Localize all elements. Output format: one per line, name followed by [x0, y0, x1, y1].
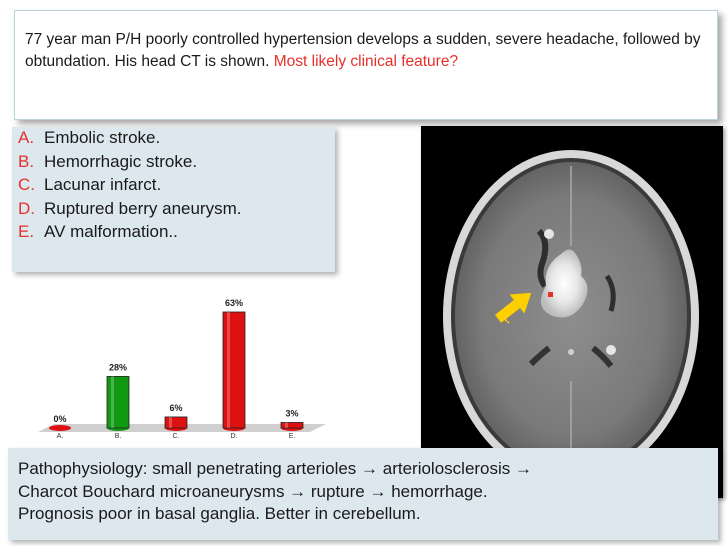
question-prompt: Most likely clinical feature? — [273, 53, 459, 70]
response-chart-svg: 0% A. 28% B. 6% C. 63% D. 3% E. — [38, 298, 326, 440]
option-letter: D. — [18, 198, 35, 218]
brain-parenchyma — [455, 162, 687, 470]
option-letter: A. — [18, 128, 35, 147]
option-d[interactable]: D. Ruptured berry aneurysm. — [18, 197, 335, 221]
option-label: Embolic stroke. — [44, 128, 161, 147]
option-label: Lacunar infarct. — [44, 175, 162, 194]
category-label: E. — [289, 433, 296, 440]
ct-scan-graphic: ? — [443, 150, 699, 482]
pathophysiology-line-1: Pathophysiology: small penetrating arter… — [18, 459, 533, 478]
bar-e — [280, 422, 304, 429]
category-label: D. — [231, 433, 238, 440]
category-label: A. — [57, 433, 64, 440]
bar-highlight — [169, 416, 172, 428]
bar-base — [49, 425, 71, 431]
option-letter: C. — [18, 175, 35, 194]
data-label: 28% — [109, 362, 127, 372]
category-label: C. — [173, 433, 180, 440]
option-e[interactable]: E. AV malformation.. — [18, 220, 335, 244]
option-label: Ruptured berry aneurysm. — [44, 198, 242, 218]
option-a[interactable]: A. Embolic stroke. — [18, 126, 335, 150]
option-c[interactable]: C. Lacunar infarct. — [18, 173, 335, 197]
hemorrhage — [540, 249, 588, 318]
pathophysiology-box: Pathophysiology: small penetrating arter… — [8, 448, 718, 540]
arrow-icon — [495, 292, 532, 323]
option-b[interactable]: B. Hemorrhagic stroke. — [18, 150, 335, 174]
bar-highlight — [227, 312, 230, 428]
bar-c — [164, 416, 188, 429]
bar-b — [106, 376, 130, 429]
data-label: 3% — [285, 408, 298, 418]
data-label: 0% — [53, 414, 66, 424]
pathophysiology-line-2: Charcot Bouchard microaneurysms → ruptur… — [18, 481, 488, 501]
bar-highlight — [285, 422, 288, 428]
option-letter: B. — [18, 151, 35, 171]
bar-d — [222, 311, 246, 429]
data-label: 6% — [169, 403, 182, 413]
question-box: 77 year man P/H poorly controlled hypert… — [14, 10, 718, 120]
option-label: Hemorrhagic stroke. — [44, 151, 198, 171]
head-ct-image: ? — [421, 126, 723, 498]
bar-highlight — [111, 376, 114, 428]
pathophysiology-line-3: Prognosis poor in basal ganglia. Better … — [18, 504, 421, 523]
question-text: 77 year man P/H poorly controlled hypert… — [25, 31, 701, 70]
category-label: B. — [115, 433, 122, 440]
response-chart: 0% A. 28% B. 6% C. 63% D. 3% E. — [38, 290, 328, 440]
option-letter: E. — [18, 222, 35, 241]
option-label: AV malformation.. — [44, 222, 178, 241]
answer-options: A.Embolic stroke. B.Hemorrhagic stroke. … — [12, 127, 335, 272]
lesion-marker — [548, 292, 553, 297]
data-label: 63% — [225, 298, 243, 308]
